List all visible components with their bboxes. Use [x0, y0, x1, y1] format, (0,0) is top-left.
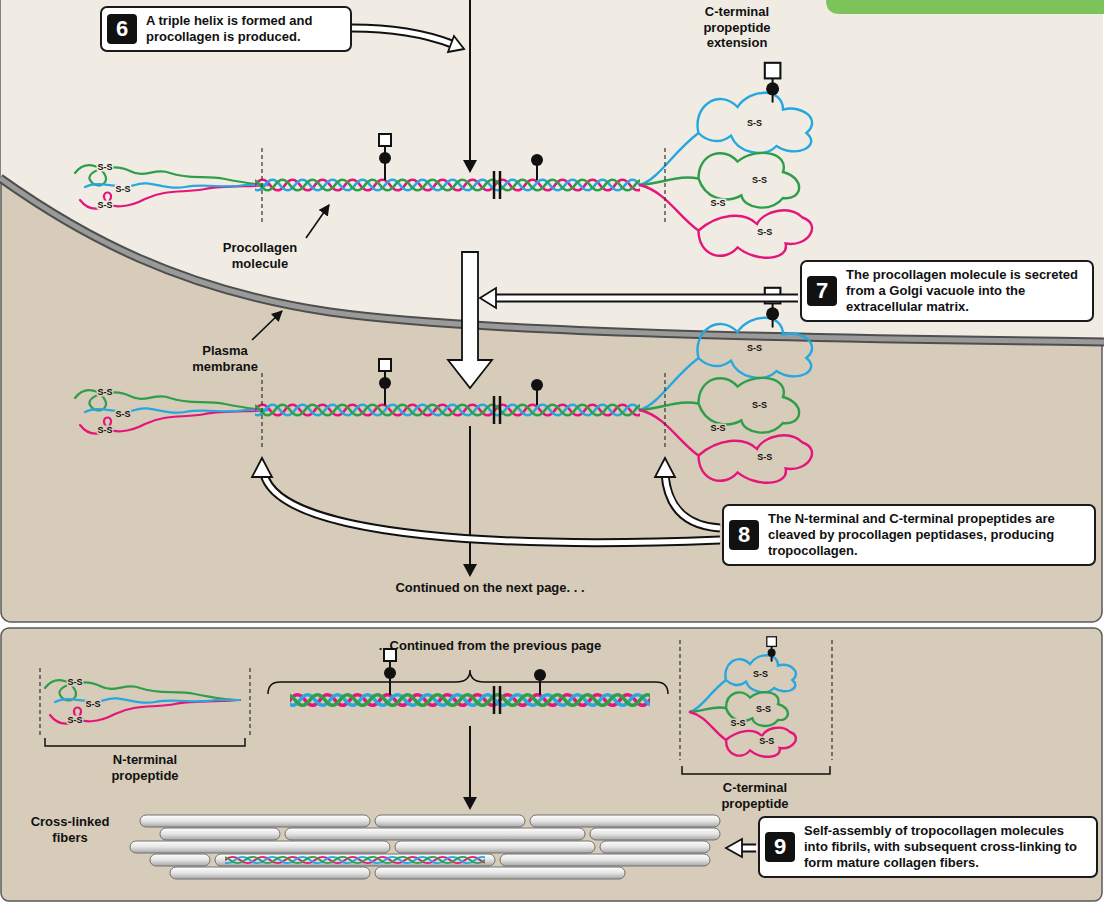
callout-number: 6: [107, 14, 137, 44]
part-label: Procollagen molecule: [200, 240, 320, 271]
callout-number: 9: [765, 832, 795, 862]
plasma-membrane: [0, 178, 1104, 342]
procollagen-molecule: [75, 288, 812, 483]
disulfide-bond-label: S-S: [752, 669, 769, 678]
step-text: A triple helix is formed and procollagen…: [146, 13, 342, 45]
disulfide-bond-label: S-S: [751, 175, 768, 184]
disulfide-bond-label: S-S: [729, 719, 746, 728]
slide-tab: [826, 0, 1104, 14]
step-box: 6 A triple helix is formed and procollage…: [100, 6, 352, 52]
cell-interior: [1, 0, 1103, 342]
disulfide-bond-label: S-S: [756, 452, 773, 461]
disulfide-bond-label: S-S: [746, 343, 763, 352]
disulfide-bond-label: S-S: [96, 388, 113, 397]
disulfide-bond-label: S-S: [66, 678, 83, 687]
plasma-membrane: [0, 178, 1104, 342]
callout-arrow: [252, 28, 798, 857]
step-text: Self-assembly of tropocollagen molecules…: [804, 823, 1088, 871]
disulfide-bond-label: S-S: [114, 410, 131, 419]
disulfide-bond-label: S-S: [84, 700, 101, 709]
panel-ground: [1, 628, 1102, 901]
callout-number: 8: [729, 520, 759, 550]
disulfide-bond-label: S-S: [66, 716, 83, 725]
procollagen-molecule: [75, 63, 812, 258]
step-box: 8 The N-terminal and C-terminal propeptid…: [722, 504, 1096, 566]
disulfide-bond-label: S-S: [96, 201, 113, 210]
continuation-note: Continued on the next page. . .: [350, 580, 630, 596]
part-label: C-terminal propeptide: [690, 780, 820, 811]
part-label: C-terminal propeptide extension: [672, 4, 802, 51]
leader-line: [306, 205, 329, 238]
callout-number: 7: [807, 276, 837, 306]
step-box: 9 Self-assembly of tropocollagen molecule…: [758, 816, 1098, 878]
disulfide-bond-label: S-S: [96, 163, 113, 172]
step-box: 7 The procollagen molecule is secreted fr…: [800, 260, 1094, 322]
disulfide-bond-label: S-S: [751, 400, 768, 409]
part-label: N-terminal propeptide: [80, 752, 210, 783]
disulfide-bond-label: S-S: [709, 199, 726, 208]
part-label: Plasma membrane: [180, 343, 270, 374]
step-text: The N-terminal and C-terminal propeptide…: [768, 511, 1086, 559]
disulfide-bond-label: S-S: [758, 736, 775, 745]
disulfide-bond-label: S-S: [755, 704, 772, 713]
collagen-fibers: [130, 815, 720, 879]
disulfide-bond-label: S-S: [96, 426, 113, 435]
fiber-helix: [225, 854, 485, 866]
part-label: Cross-linked fibers: [20, 814, 120, 845]
step-text: The procollagen molecule is secreted fro…: [846, 267, 1084, 315]
disulfide-bond-label: S-S: [756, 227, 773, 236]
panel-ground: [1, 0, 1102, 622]
disulfide-bond-label: S-S: [114, 185, 131, 194]
leader-line: [252, 311, 282, 340]
continuation-note: ...Continued from the previous page: [330, 638, 650, 654]
disulfide-bond-label: S-S: [746, 118, 763, 127]
disulfide-bond-label: S-S: [709, 424, 726, 433]
